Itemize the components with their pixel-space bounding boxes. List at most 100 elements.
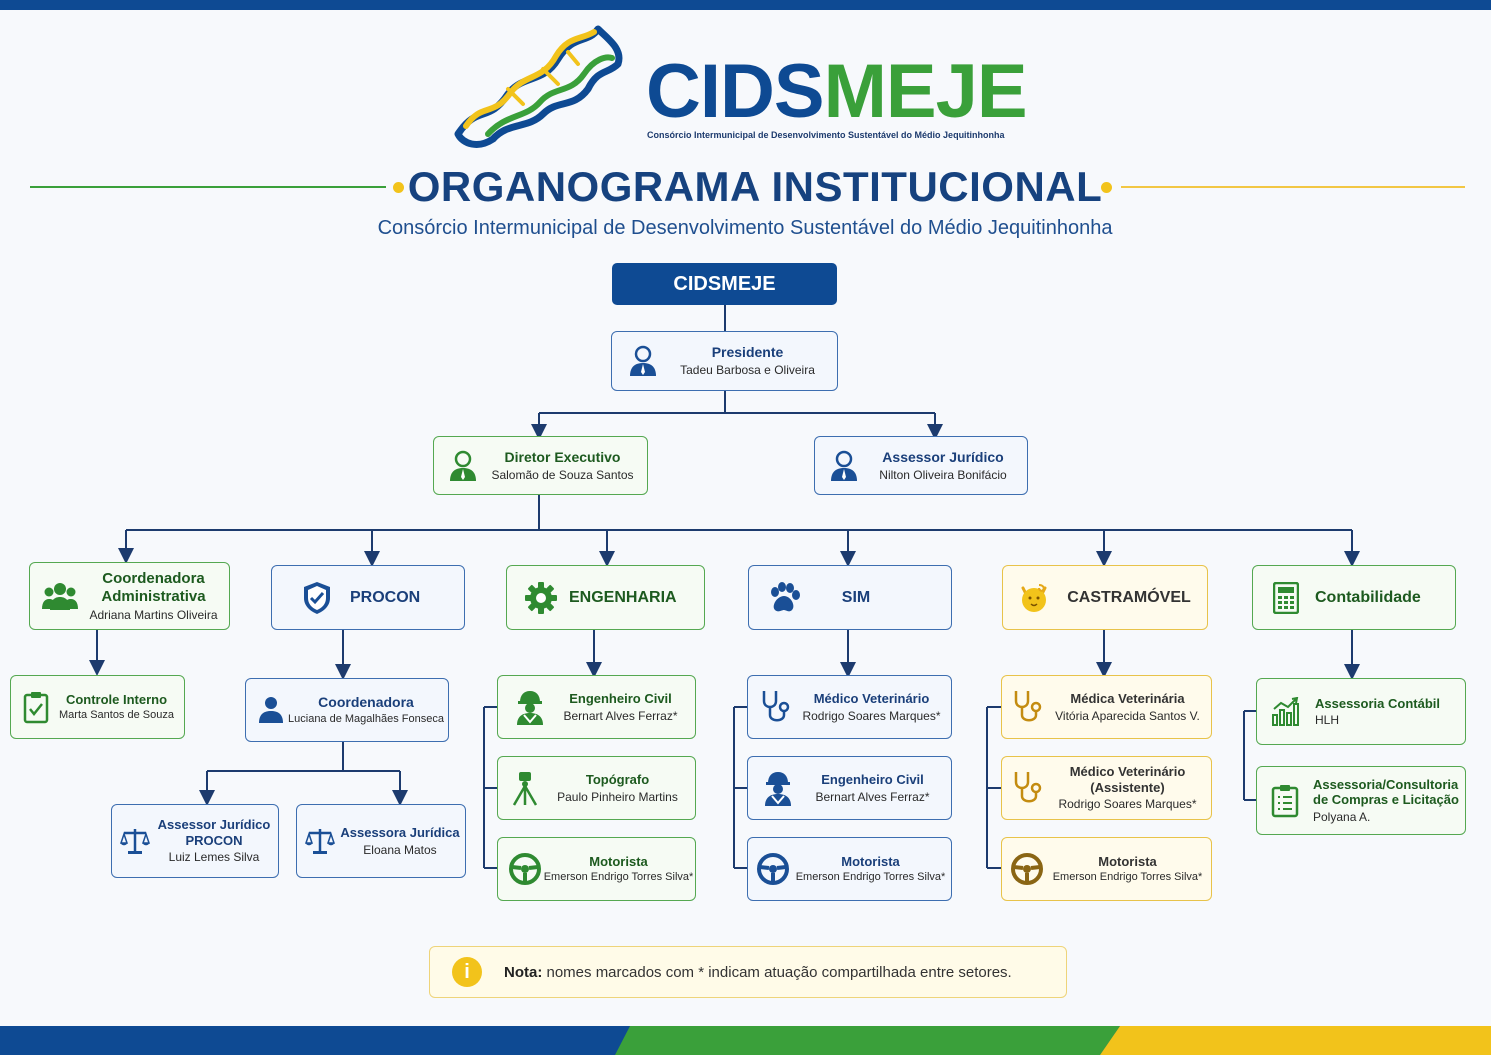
director-role: Diretor Executivo (504, 448, 621, 465)
castra-vet-assistant-role: Médico Veterinário (Assistente) (1069, 764, 1186, 795)
sector-castramovel-label: CASTRAMÓVEL (1067, 588, 1191, 606)
legal-advisor-name: Nilton Oliveira Bonifácio (879, 467, 1007, 482)
eng-driver-name: Emerson Endrigo Torres Silva* (543, 871, 694, 884)
sector-sim-label: SIM (841, 588, 871, 606)
castra-vet-name: Vitória Aparecida Santos V. (1055, 708, 1200, 723)
procon-legal-advisor-name: Luiz Lemes Silva (168, 850, 260, 865)
sim-driver-name: Emerson Endrigo Torres Silva* (795, 871, 946, 884)
brand-subtitle: Consórcio Intermunicipal de Desenvolvime… (647, 130, 1005, 140)
group-icon (42, 581, 78, 611)
scales-icon (120, 826, 150, 856)
admin-coordinator-role: Coordenadora Administrativa (101, 569, 206, 605)
footnote: i Nota: nomes marcados com * indicam atu… (429, 946, 1067, 998)
procurement-advisory-name: Polyana A. (1313, 809, 1371, 824)
sector-engenharia-label: ENGENHARIA (569, 588, 677, 606)
root-node[interactable]: CIDSMEJE (612, 263, 837, 305)
accounting-advisory-name: HLH (1315, 713, 1340, 728)
eng-surveyor-role: Topógrafo (585, 772, 650, 787)
sector-contabilidade-label: Contabilidade (1315, 588, 1421, 606)
paw-icon (767, 581, 801, 614)
scales-icon (305, 826, 335, 856)
page-title: ORGANOGRAMA INSTITUCIONAL (407, 163, 1103, 210)
sim-civil-engineer-name: Bernart Alves Ferraz* (815, 789, 930, 804)
page-subtitle: Consórcio Intermunicipal de Desenvolvime… (377, 217, 1113, 239)
title-divider-left (30, 186, 386, 188)
sector-procon-label: PROCON (350, 588, 421, 606)
castra-vet-role: Médica Veterinária (1070, 691, 1185, 706)
stethoscope-icon (1012, 770, 1044, 806)
sim-driver-role: Motorista (841, 853, 900, 869)
castra-vet-assistant-box[interactable]: Médico Veterinário (Assistente) Rodrigo S… (1001, 756, 1212, 820)
title-dot-left (393, 182, 404, 193)
brand-part-2: MEJE (823, 49, 1028, 134)
eng-surveyor-name: Paulo Pinheiro Martins (557, 789, 678, 804)
brand-part-1: CIDS (646, 49, 825, 134)
sector-contabilidade[interactable]: Contabilidade (1252, 565, 1456, 630)
procon-legal-advisor-2-role: Assessora Jurídica (340, 825, 460, 840)
logo-map-icon (448, 14, 626, 154)
admin-coordinator-name: Adriana Martins Oliveira (89, 607, 218, 622)
stethoscope-icon (760, 689, 792, 725)
steering-wheel-icon (1010, 852, 1044, 886)
procurement-advisory-role: Assessoria/Consultoria de Compras e Lici… (1313, 776, 1459, 808)
person-icon (829, 450, 859, 482)
internal-control-role: Controle Interno (65, 691, 168, 707)
person-icon (628, 345, 658, 377)
engineer-icon (514, 689, 546, 725)
castra-driver-role: Motorista (1098, 853, 1157, 869)
steering-wheel-icon (756, 852, 790, 886)
castra-driver-name: Emerson Endrigo Torres Silva* (1052, 871, 1203, 884)
sector-sim[interactable]: SIM (748, 565, 952, 630)
brand-logotype: CIDSMEJE (646, 49, 1028, 134)
president-role: Presidente (711, 344, 784, 361)
info-icon: i (452, 957, 482, 987)
theodolite-icon (510, 770, 540, 806)
castra-vet-assistant-name: Rodrigo Soares Marques* (1058, 797, 1197, 812)
eng-civil-engineer-name: Bernart Alves Ferraz* (563, 708, 678, 723)
footnote-label: Nota: (504, 963, 543, 981)
procon-legal-advisor-2-name: Eloana Matos (363, 842, 437, 857)
title-divider-right (1121, 186, 1465, 188)
eng-driver-role: Motorista (589, 853, 648, 869)
accounting-advisory-role: Assessoria Contábil (1315, 695, 1440, 711)
procon-legal-advisor-box[interactable]: Assessor Jurídico PROCON Luiz Lemes Silva (111, 804, 279, 878)
sim-vet-name: Rodrigo Soares Marques* (802, 708, 941, 723)
bar-chart-icon (1271, 696, 1301, 727)
procurement-advisory-box[interactable]: Assessoria/Consultoria de Compras e Lici… (1256, 766, 1466, 835)
footnote-text: Nota: nomes marcados com * indicam atuaç… (504, 964, 1012, 981)
person-icon (258, 696, 284, 724)
sector-engenharia[interactable]: ENGENHARIA (506, 565, 705, 630)
person-icon (448, 450, 478, 482)
top-bar (0, 0, 1491, 10)
procon-legal-advisor-role: Assessor Jurídico PROCON (157, 817, 271, 848)
procon-coordinator-name: Luciana de Magalhães Fonseca (288, 712, 444, 725)
calculator-icon (1273, 581, 1299, 614)
pet-icon (1017, 582, 1051, 614)
steering-wheel-icon (508, 852, 542, 886)
legal-advisor-role: Assessor Jurídico (882, 448, 1004, 465)
sector-procon[interactable]: PROCON (271, 565, 465, 630)
checklist-icon (1271, 784, 1299, 818)
sector-castramovel[interactable]: CASTRAMÓVEL (1002, 565, 1208, 630)
stethoscope-icon (1012, 689, 1044, 725)
procon-coordinator-role: Coordenadora (318, 694, 414, 710)
clipboard-check-icon (23, 690, 49, 724)
president-name: Tadeu Barbosa e Oliveira (680, 363, 815, 378)
